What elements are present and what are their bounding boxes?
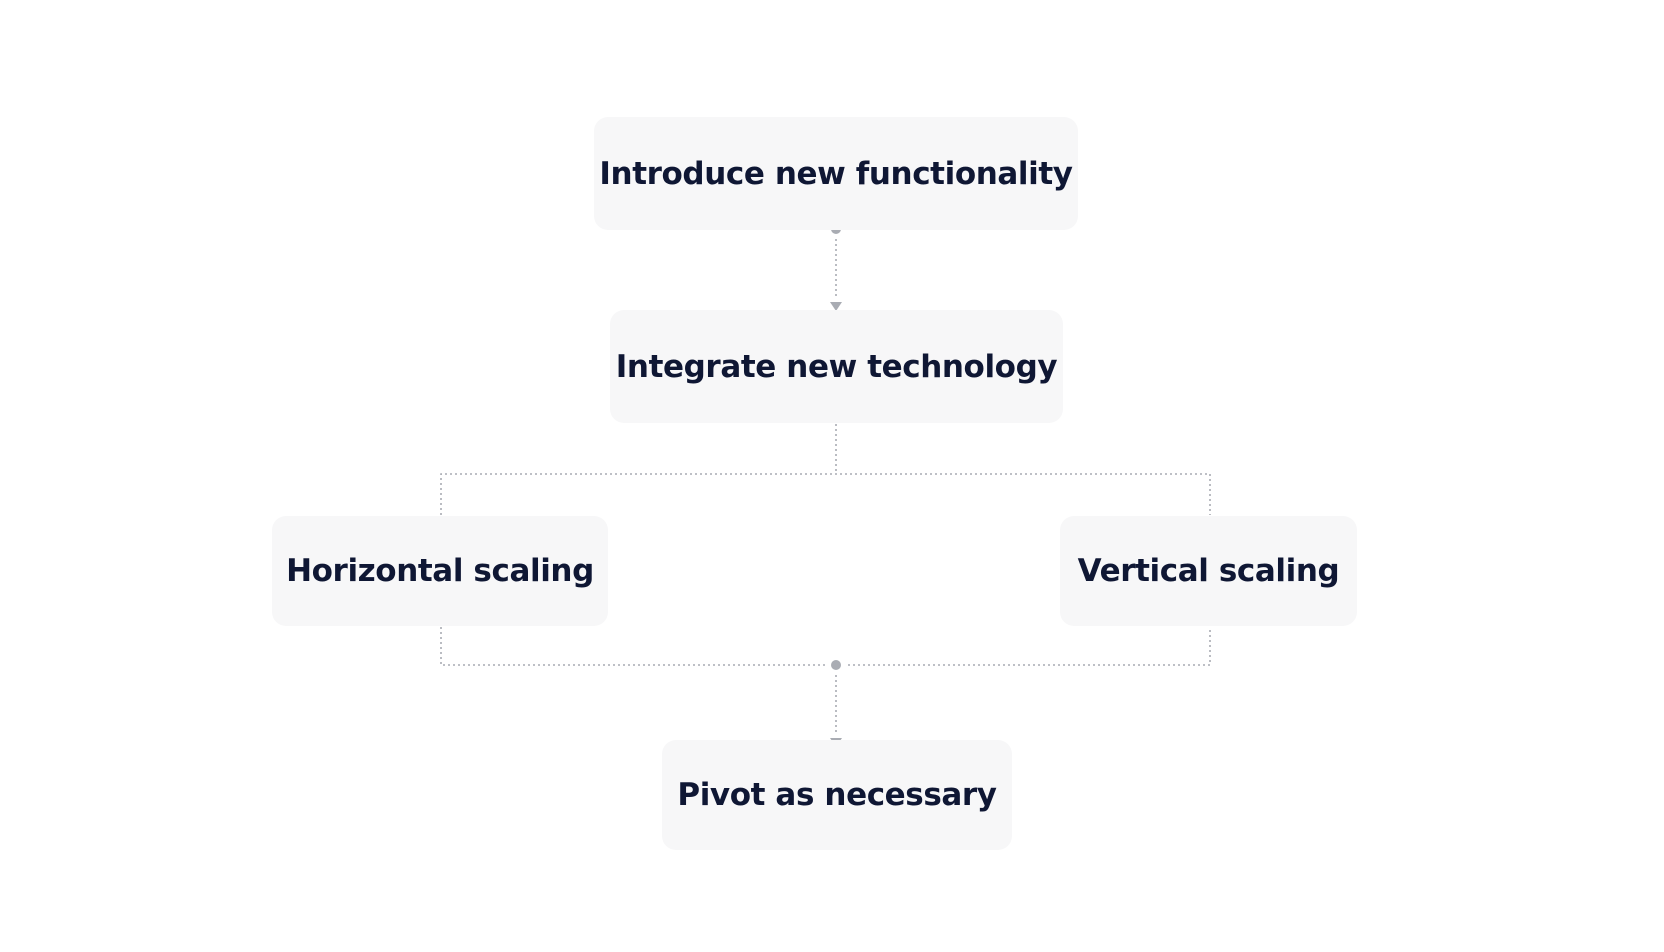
connector-branch-top xyxy=(440,473,1211,515)
node-vertical-scaling: Vertical scaling xyxy=(1060,516,1357,626)
node-label: Integrate new technology xyxy=(615,348,1058,385)
node-pivot-as-necessary: Pivot as necessary xyxy=(662,740,1012,850)
node-introduce-new-functionality: Introduce new functionality xyxy=(594,117,1078,230)
connector-dot-merge-inner xyxy=(831,660,841,670)
arrow-head-integrate xyxy=(830,302,842,311)
connector-branch-bottom xyxy=(440,627,1211,666)
node-label: Vertical scaling xyxy=(1077,553,1340,589)
node-label: Introduce new functionality xyxy=(599,155,1073,192)
node-label: Horizontal scaling xyxy=(286,553,594,589)
node-integrate-new-technology: Integrate new technology xyxy=(610,310,1063,423)
node-horizontal-scaling: Horizontal scaling xyxy=(272,516,608,626)
node-label: Pivot as necessary xyxy=(677,777,997,813)
